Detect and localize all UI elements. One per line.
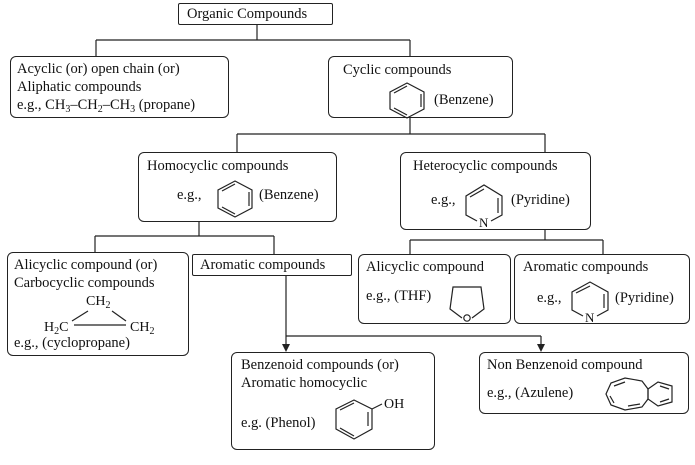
cyclopropane-structure: CH2 H2C CH2 [44, 294, 154, 337]
pyridine-nitrogen: N [479, 215, 489, 230]
aromatic-hetero-prefix: e.g., [537, 290, 562, 306]
hydroxyl-group: OH [384, 397, 404, 412]
benzene-ring-icon [389, 82, 425, 119]
acyclic-compounds-box: Acyclic (or) open chain (or) Aliphatic c… [10, 56, 229, 118]
ch2-right: CH2 [130, 320, 154, 337]
cyclopropane-example: e.g., (cyclopropane) [14, 335, 130, 351]
phenol-structure-icon: OH [335, 397, 404, 440]
heterocyclic-compounds-box: Heterocyclic compounds e.g., N (Pyridine… [400, 152, 591, 230]
non-benzenoid-title: Non Benzenoid compound [487, 357, 643, 373]
ch2-top: CH2 [86, 294, 110, 311]
aromatic-hetero-example: (Pyridine) [615, 290, 674, 306]
heterocyclic-prefix: e.g., [431, 192, 456, 208]
root-label: Organic Compounds [187, 6, 308, 22]
azulene-example: e.g., (Azulene) [487, 385, 574, 401]
azulene-structure-icon [605, 377, 673, 411]
acyclic-line2: Aliphatic compounds [17, 79, 142, 95]
benzenoid-line2: Aromatic homocyclic [241, 375, 368, 391]
thf-ring-icon [449, 286, 485, 322]
benzenoid-line1: Benzenoid compounds (or) [241, 357, 399, 373]
acyclic-line1: Acyclic (or) open chain (or) [17, 61, 180, 77]
propane-example: e.g., CH3–CH2–CH3 (propane) [17, 97, 196, 115]
aromatic-compounds-box: Aromatic compounds [192, 254, 352, 276]
organic-compounds-box: Organic Compounds [178, 3, 333, 25]
pyridine-nitrogen: N [585, 310, 595, 325]
pyridine-ring-icon: N [571, 281, 609, 325]
alicyclic-compound-thf-box: Alicyclic compound e.g., (THF) [358, 254, 511, 324]
homocyclic-example: (Benzene) [259, 187, 319, 203]
cyclic-title: Cyclic compounds [343, 62, 452, 78]
non-benzenoid-compound-box: Non Benzenoid compound e.g., (Azulene) [479, 352, 689, 414]
alicyclic-hetero-title: Alicyclic compound [366, 259, 484, 275]
alicyclic-homo-line1: Alicyclic compound (or) [14, 257, 158, 273]
aromatic-hetero-title: Aromatic compounds [523, 259, 649, 275]
homocyclic-prefix: e.g., [177, 187, 202, 203]
cyclic-compounds-box: Cyclic compounds (Benzene) [328, 56, 513, 119]
heterocyclic-title: Heterocyclic compounds [413, 158, 558, 174]
benzene-ring-icon [217, 180, 253, 218]
homocyclic-compounds-box: Homocyclic compounds e.g., (Benzene) [138, 152, 337, 222]
alicyclic-homo-line2: Carbocyclic compounds [14, 275, 155, 291]
heterocyclic-example: (Pyridine) [511, 192, 570, 208]
aromatic-pyridine-box: Aromatic compounds e.g., N (Pyridine) [514, 254, 690, 325]
h2c-left: H2C [44, 320, 68, 337]
pyridine-ring-icon: N [465, 184, 503, 230]
phenol-example: e.g. (Phenol) [241, 415, 316, 431]
aromatic-homo-title: Aromatic compounds [200, 257, 326, 273]
thf-prefix: e.g., (THF) [366, 288, 432, 304]
homocyclic-title: Homocyclic compounds [147, 158, 289, 174]
cyclic-example: (Benzene) [434, 92, 494, 108]
benzenoid-compounds-box: Benzenoid compounds (or) Aromatic homocy… [231, 352, 435, 450]
alicyclic-carbocyclic-box: Alicyclic compound (or) Carbocyclic comp… [7, 252, 189, 356]
